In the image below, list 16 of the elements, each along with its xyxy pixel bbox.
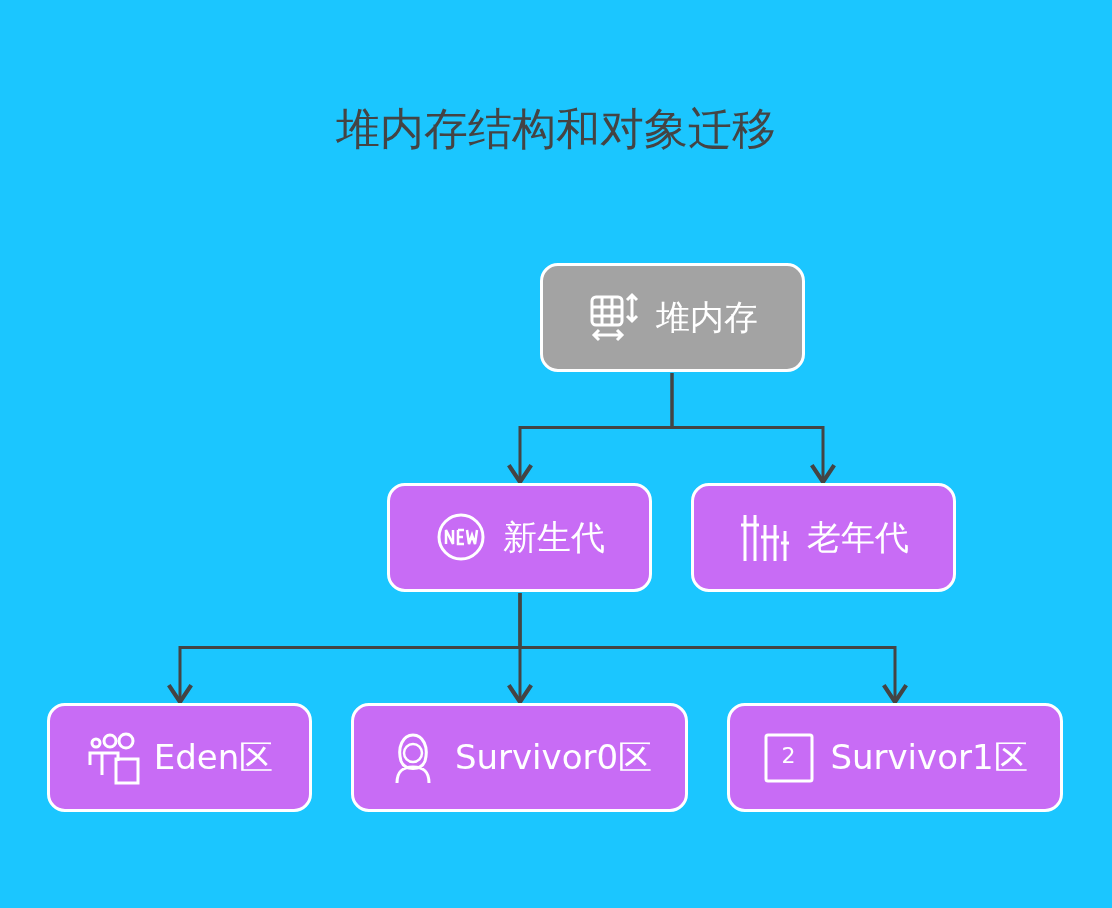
process-box — [727, 703, 1063, 812]
icon-number: 2 — [781, 742, 796, 769]
process-box — [351, 703, 688, 812]
node-label: Survivor1区 — [830, 735, 1028, 779]
node-label: Eden区 — [153, 735, 274, 779]
process-box — [47, 703, 312, 812]
node-label: 新生代 — [502, 515, 605, 559]
process-box — [540, 263, 805, 372]
arrow — [518, 593, 909, 705]
process-box — [691, 483, 956, 592]
title: 堆内存结构和对象迁移 — [335, 102, 777, 156]
node-label: 堆内存 — [655, 295, 758, 339]
node-label: Survivor0区 — [454, 735, 653, 779]
node-label: 老年代 — [806, 515, 909, 559]
arrow — [670, 373, 837, 485]
process-box — [387, 483, 652, 592]
